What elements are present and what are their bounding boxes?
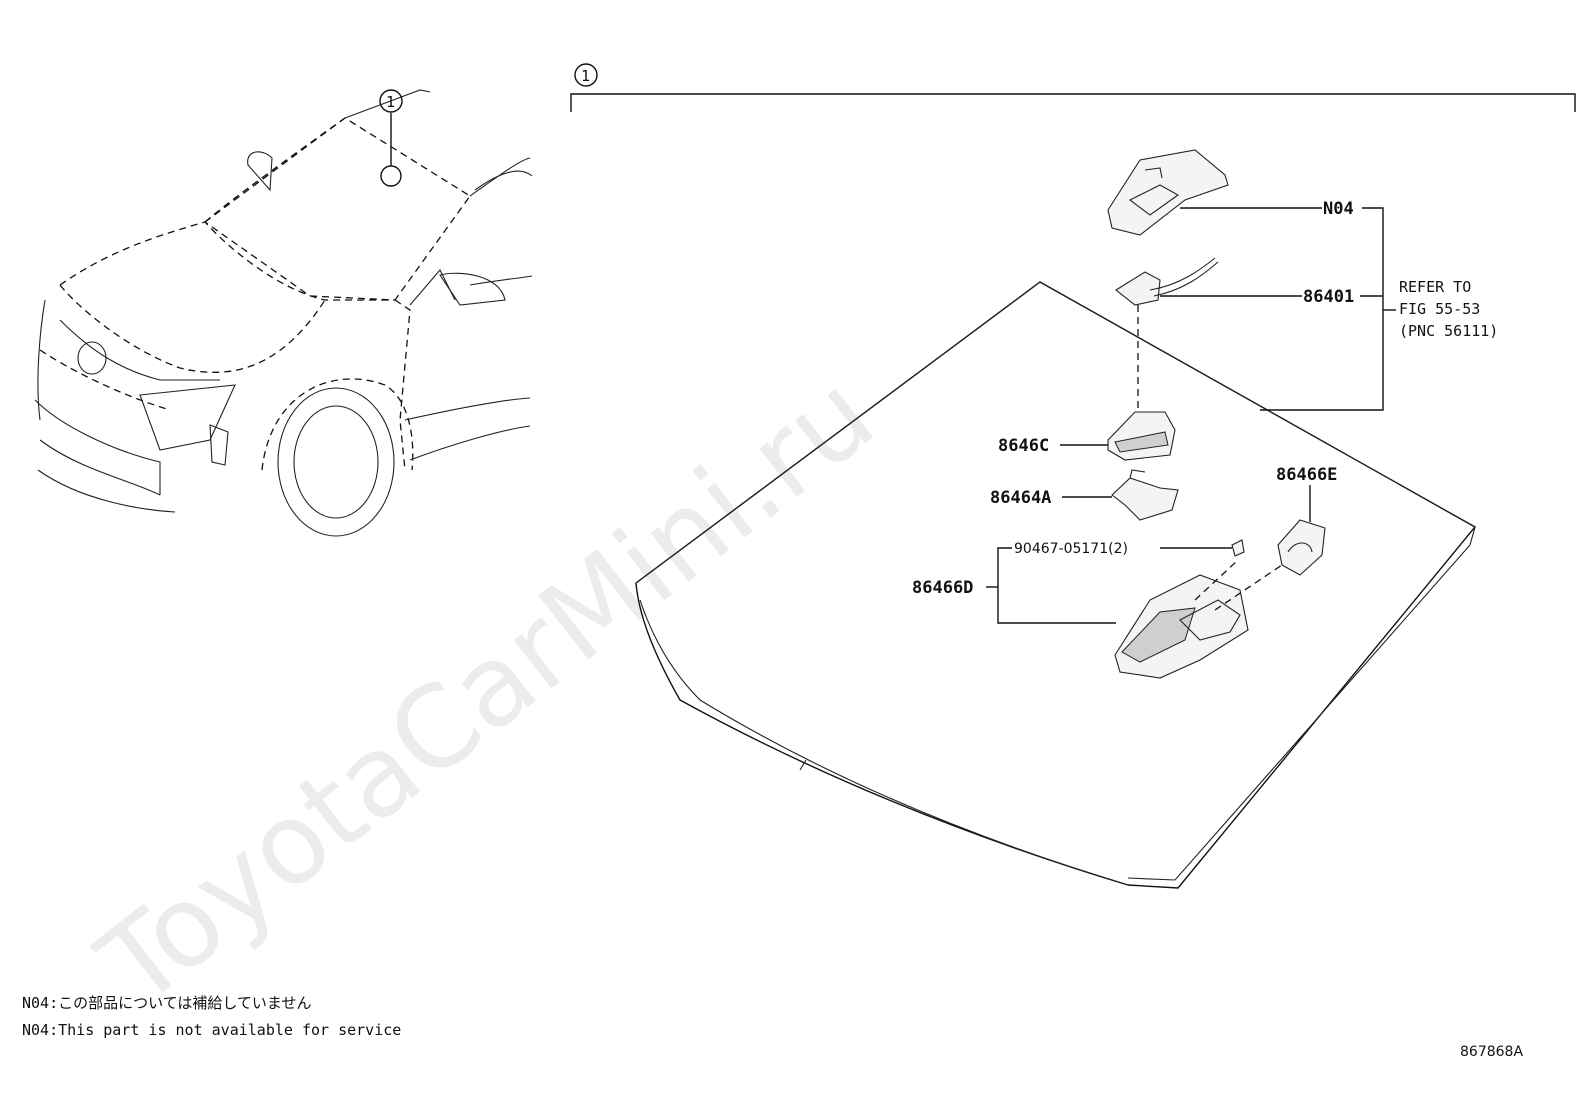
assembly-bracket: 1	[570, 63, 1576, 112]
note-english: N04:This part is not available for servi…	[22, 1021, 401, 1039]
watermark-text: ToyotaCarMini.ru	[76, 350, 898, 1032]
part-n04-bracket	[1107, 149, 1322, 236]
part-86466e	[1277, 485, 1326, 576]
label-86466e: 86466E	[1276, 465, 1337, 485]
refer-line-3: (PNC 56111)	[1399, 322, 1498, 340]
part-86401-sensor	[1115, 257, 1302, 306]
refer-note: REFER TO FIG 55-53 (PNC 56111)	[1399, 278, 1498, 340]
vehicle-locator-illustration: 1	[34, 89, 533, 537]
refer-bracket	[1260, 207, 1384, 411]
label-90467: 90467-05171(2)	[1014, 541, 1128, 557]
label-86401: 86401	[1303, 287, 1354, 307]
note-japanese: N04:この部品については補給していません	[22, 994, 311, 1012]
locator-callout-number: 1	[386, 93, 395, 111]
part-86464a	[1062, 469, 1179, 521]
label-86466d: 86466D	[912, 578, 973, 598]
part-90467-clip	[1160, 539, 1245, 557]
label-8646c: 8646C	[998, 436, 1049, 456]
refer-line-1: REFER TO	[1399, 278, 1471, 296]
part-8646c	[1060, 411, 1176, 461]
part-86466d	[986, 547, 1283, 679]
label-86464a: 86464A	[990, 488, 1051, 508]
refer-line-2: FIG 55-53	[1399, 300, 1480, 318]
label-n04: N04	[1323, 199, 1354, 219]
diagram-code: 867868A	[1460, 1044, 1523, 1060]
windshield-glass	[635, 281, 1477, 889]
assembly-callout-number: 1	[581, 67, 590, 85]
